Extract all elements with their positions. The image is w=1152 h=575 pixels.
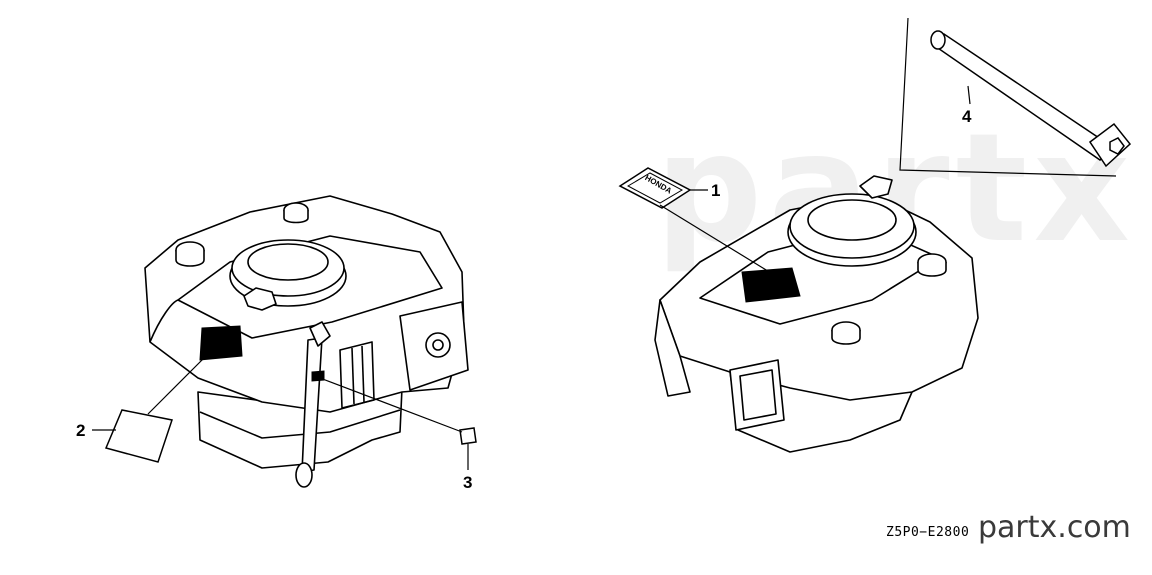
part-number-2: 2 [76, 421, 85, 440]
wrench-inset-frame [899, 17, 1117, 177]
drawing-code: Z5P0−E2800 [886, 525, 970, 540]
leader-line-2-target [147, 355, 207, 415]
leader-lines [92, 85, 971, 470]
right-engine-drawing [654, 175, 979, 453]
leader-line-3-target [319, 377, 463, 433]
leader-line-1-target [659, 204, 777, 277]
part-number-4: 4 [962, 107, 972, 126]
spark-plug-wrench-part [930, 30, 1132, 168]
left-engine-drawing [144, 195, 469, 488]
watermark-site-text: partx.com [978, 510, 1131, 545]
small-label-part [459, 427, 477, 445]
part-number-3: 3 [463, 473, 472, 492]
part-number-1: 1 [711, 181, 720, 200]
small-label-location [311, 370, 325, 382]
label-location-right [741, 267, 801, 303]
caution-label-part [104, 409, 173, 463]
label-location-left [199, 325, 243, 361]
leader-line-4 [967, 85, 971, 105]
